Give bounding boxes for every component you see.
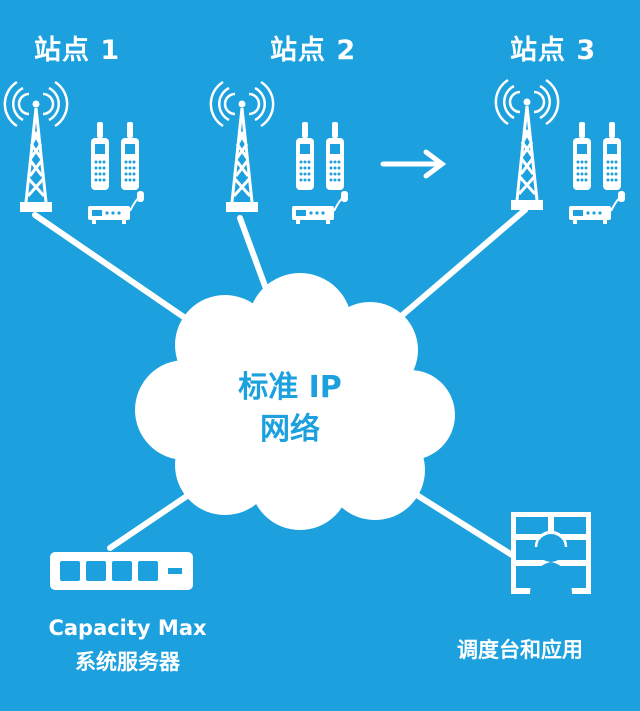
- mobile-radio-icon: [291, 190, 349, 225]
- portable-radio-icon: [603, 122, 621, 190]
- site-3-label: 站点 3: [510, 35, 597, 66]
- radio-tower-icon: [3, 80, 69, 214]
- mobile-radio-icon: [87, 190, 145, 225]
- link-site3: [382, 207, 528, 333]
- server-icon: [50, 552, 193, 590]
- site-1-label: 站点 1: [34, 35, 121, 66]
- server-title: Capacity Max: [48, 616, 207, 640]
- portable-radio-icon: [121, 122, 139, 190]
- radio-tower-icon: [494, 78, 560, 212]
- portable-radio-icon: [91, 122, 109, 190]
- server-subtitle: 系统服务器: [75, 650, 180, 674]
- portable-radio-icon: [326, 122, 344, 190]
- arrow-right-icon: [380, 149, 447, 179]
- portable-radio-icon: [573, 122, 591, 190]
- site-2-label: 站点 2: [270, 35, 357, 66]
- link-site1: [32, 212, 213, 338]
- portable-radio-icon: [296, 122, 314, 190]
- ip-cloud-icon: [135, 273, 455, 530]
- network-label-line1: 标准 IP: [238, 370, 342, 405]
- dispatch-label: 调度台和应用: [457, 638, 583, 662]
- dispatcher-icon: [511, 512, 591, 594]
- radio-tower-icon: [209, 80, 275, 214]
- mobile-radio-icon: [568, 190, 626, 225]
- network-label-line2: 网络: [260, 412, 320, 447]
